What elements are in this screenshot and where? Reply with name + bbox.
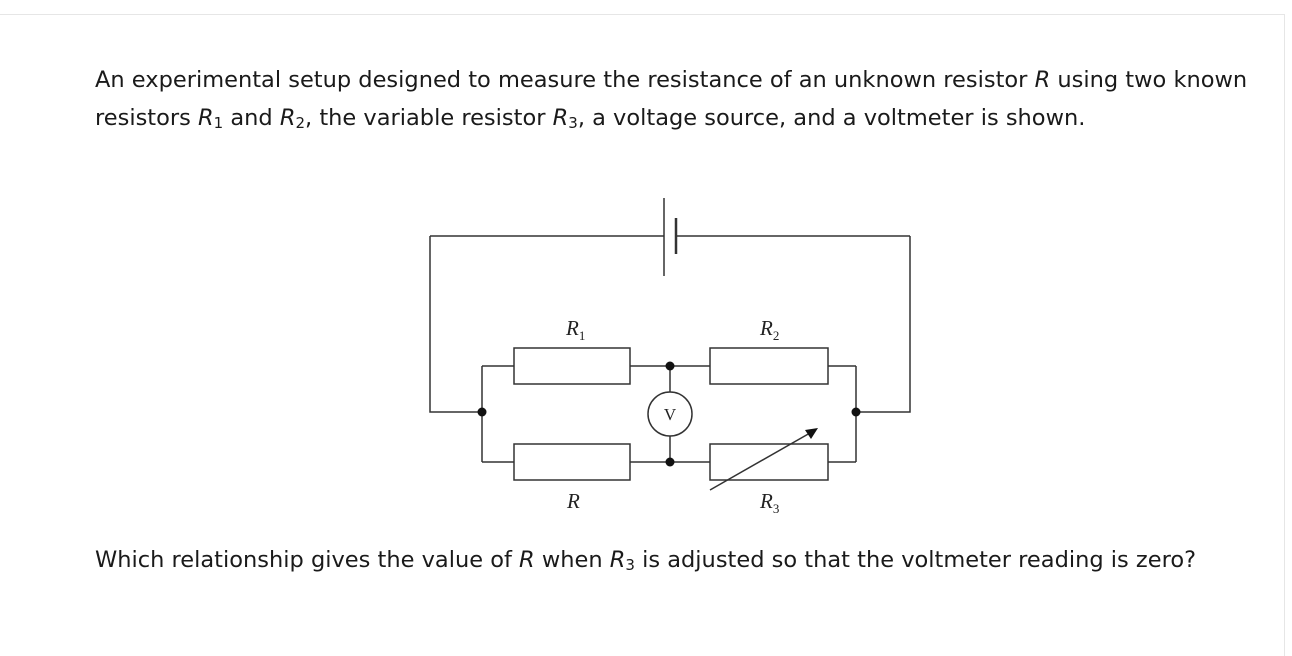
resistor-r3 xyxy=(709,443,829,481)
battery-icon xyxy=(430,198,910,276)
label-r3: R3 xyxy=(759,489,779,516)
question-text-3: is adjusted so that the voltmeter readin… xyxy=(634,547,1197,573)
bottom-middle-node xyxy=(665,457,675,467)
label-r1: R1 xyxy=(565,316,585,343)
intro-text-1: An experimental setup designed to measur… xyxy=(95,67,1035,93)
question-text-2: when xyxy=(534,547,610,573)
middle-wires xyxy=(630,361,710,467)
var-r1-subscript: 1 xyxy=(213,114,224,132)
voltmeter-label: V xyxy=(664,405,677,424)
intro-text-5: , a voltage source, and a voltmeter is s… xyxy=(577,105,1086,131)
var-r3-subscript: 3 xyxy=(568,114,578,132)
problem-intro: An experimental setup designed to measur… xyxy=(95,61,1265,137)
problem-question: Which relationship gives the value of R … xyxy=(95,541,1265,579)
right-junction-wires xyxy=(828,365,861,463)
left-node xyxy=(477,407,487,417)
right-divider xyxy=(1284,14,1285,656)
top-divider xyxy=(0,14,1284,15)
intro-text-3: and xyxy=(223,105,280,131)
left-junction-wires xyxy=(477,365,514,463)
resistor-r2 xyxy=(709,347,829,385)
label-r2: R2 xyxy=(759,316,779,343)
voltmeter-icon xyxy=(647,391,693,437)
resistor-r1 xyxy=(513,347,631,385)
var-r1: R xyxy=(198,105,214,131)
intro-text-2: using two known resistors xyxy=(95,67,1248,131)
var-r2: R xyxy=(279,105,296,131)
var-r: R xyxy=(1034,67,1051,93)
question-var-r3: R xyxy=(609,547,626,573)
right-node xyxy=(851,407,861,417)
resistor-r xyxy=(513,443,631,481)
variable-arrow-icon xyxy=(709,428,818,491)
var-r3: R xyxy=(552,105,569,131)
voltmeter: V xyxy=(647,391,693,437)
label-r: R xyxy=(566,489,580,513)
circuit-diagram: V R1 R2 R R3 xyxy=(429,198,911,516)
question-var-r: R xyxy=(519,547,535,573)
question-var-r3-subscript: 3 xyxy=(625,556,635,574)
outer-wires xyxy=(429,236,911,413)
top-middle-node xyxy=(665,361,675,371)
var-r2-subscript: 2 xyxy=(295,114,306,132)
intro-text-4: , the variable resistor xyxy=(305,105,553,131)
question-text-1: Which relationship gives the value of xyxy=(95,547,520,573)
